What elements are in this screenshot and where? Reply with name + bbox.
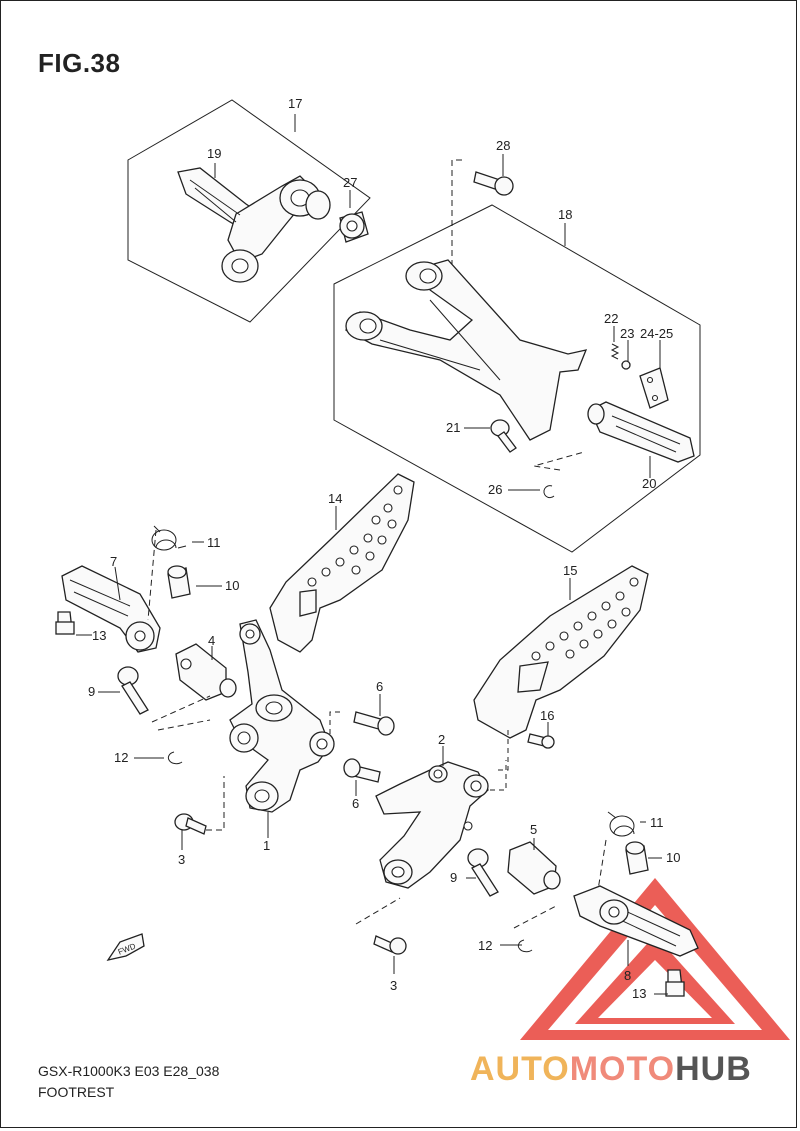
part-2-bracket [375, 761, 489, 889]
part-21-pin [490, 419, 517, 453]
callout-8: 8 [624, 968, 631, 983]
fwd-arrow-icon: FWD [106, 933, 145, 961]
part-27-bushing [339, 211, 369, 243]
part-6-bolt-upper [353, 711, 395, 736]
callout-11-left: 11 [207, 535, 221, 550]
part-20-footpeg [587, 401, 695, 463]
part-11-spring-left [151, 525, 187, 551]
callout-13-right: 13 [632, 986, 646, 1001]
callout-16: 16 [540, 708, 554, 723]
callout-10-left: 10 [225, 578, 239, 593]
callout-12-right: 12 [478, 938, 492, 953]
figure-title: FIG.38 [38, 48, 121, 78]
callout-23: 23 [620, 326, 634, 341]
callout-4: 4 [208, 633, 215, 648]
part-3-bolt-lower [373, 935, 407, 955]
part-10-collar-left [167, 565, 191, 599]
watermark-triangle-icon [520, 878, 790, 1040]
callout-27: 27 [343, 175, 357, 190]
part-18-bracket [345, 259, 588, 441]
part-16-screw [527, 733, 555, 749]
part-10-collar-right [625, 841, 649, 875]
callout-17: 17 [288, 96, 302, 111]
callout-12-left: 12 [114, 750, 128, 765]
part-4-pivot [175, 643, 237, 701]
watermark-logo: AUTOMOTOHUB [470, 1050, 752, 1089]
callout-9-right: 9 [450, 870, 457, 885]
part-28-bolt [473, 171, 514, 196]
part-8-footpeg [573, 885, 699, 957]
part-26-clip [543, 485, 555, 499]
callout-3-upper: 3 [178, 852, 185, 867]
callout-15: 15 [563, 563, 577, 578]
part-23-ball [621, 360, 631, 370]
callout-22: 22 [604, 311, 618, 326]
callout-2: 2 [438, 732, 445, 747]
callout-18: 18 [558, 207, 572, 222]
part-3-bolt-upper [174, 813, 207, 835]
watermark-part-1: AUTO [470, 1050, 570, 1088]
watermark-part-2: MOTO [569, 1050, 676, 1088]
callout-14: 14 [328, 491, 342, 506]
watermark-part-3: HUB [675, 1050, 752, 1088]
callout-28: 28 [496, 138, 510, 153]
callout-11-right: 11 [650, 815, 664, 830]
callout-9-left: 9 [88, 684, 95, 699]
callout-26: 26 [488, 482, 502, 497]
callout-6-upper: 6 [376, 679, 383, 694]
callout-7: 7 [110, 554, 117, 569]
part-13-screw-left [55, 611, 75, 635]
part-12-clip-left [167, 751, 183, 765]
part-6-bolt-lower [343, 758, 381, 783]
callout-20: 20 [642, 476, 656, 491]
part-9-pin-left [117, 666, 149, 715]
part-15-heel-guard [473, 565, 649, 739]
callout-1: 1 [263, 838, 270, 853]
leader-lines [76, 114, 668, 995]
heel-guard-15-holes [531, 577, 639, 661]
part-13-screw-right [665, 969, 685, 997]
part-9-pin-right [467, 848, 499, 897]
callout-21: 21 [446, 420, 460, 435]
part-14-heel-guard [269, 473, 415, 653]
callout-6-lower: 6 [352, 796, 359, 811]
callout-3-lower: 3 [390, 978, 397, 993]
figure-name: FOOTREST [38, 1084, 115, 1100]
part-5-pivot [507, 841, 561, 895]
part-24-25-plate [639, 367, 669, 409]
callout-10-right: 10 [666, 850, 680, 865]
callout-5: 5 [530, 822, 537, 837]
callout-19: 19 [207, 146, 221, 161]
part-11-spring-right [607, 811, 635, 837]
callout-labels: 17 19 27 28 18 22 23 24-25 21 20 26 14 1… [88, 96, 680, 1001]
part-7-footpeg [61, 565, 161, 653]
part-22-spring [610, 343, 620, 360]
heel-guard-14-holes [307, 485, 403, 587]
part-12-clip-right [517, 939, 533, 953]
part-1-bracket [229, 619, 335, 813]
callout-13-left: 13 [92, 628, 106, 643]
callout-24-25: 24-25 [640, 326, 673, 341]
group-17-box [127, 99, 371, 323]
group-18-box [333, 204, 701, 553]
part-19-footrest-bracket [177, 167, 331, 283]
model-code: GSX-R1000K3 E03 E28_038 [38, 1063, 220, 1079]
